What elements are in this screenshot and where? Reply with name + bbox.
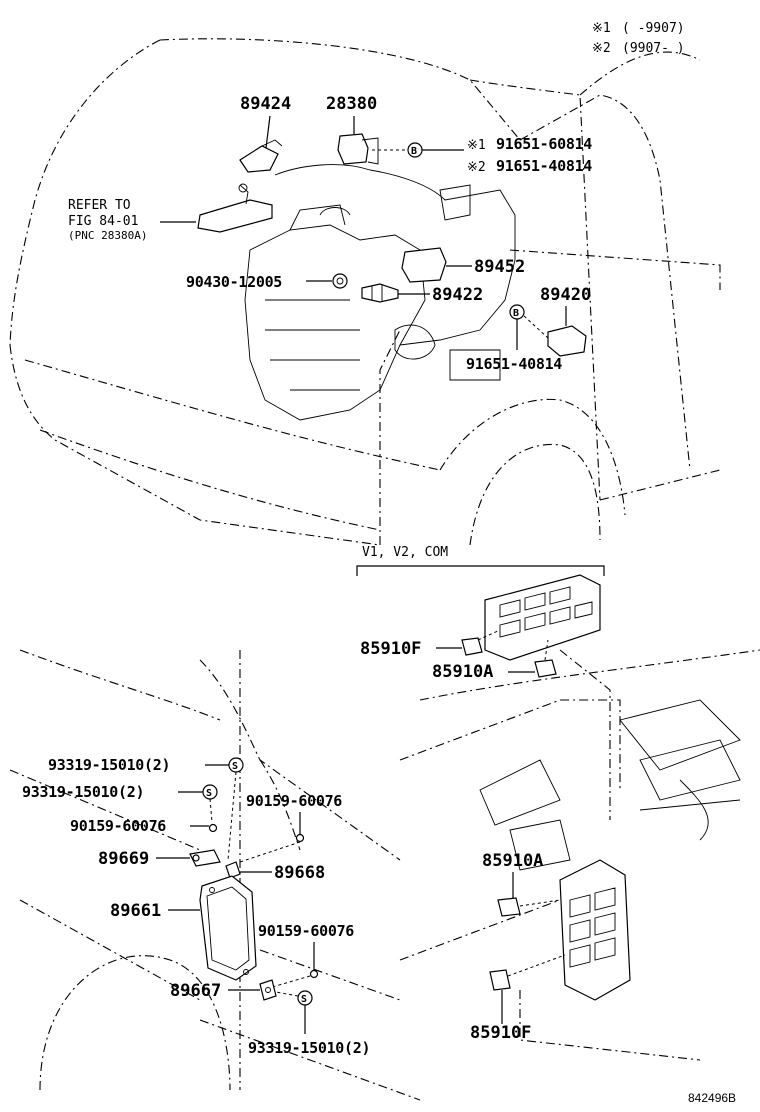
label-93319-1: 93319-15010(2): [48, 756, 170, 774]
label-89452: 89452: [474, 257, 525, 277]
bolt-90159-2-icon: [295, 833, 305, 843]
label-89669: 89669: [98, 849, 149, 869]
variant-label: V1, V2, COM: [362, 545, 448, 560]
reference-note: REFER TO FIG 84-01 (PNC 28380A): [68, 198, 196, 242]
circle-s-label-1: S: [232, 761, 238, 772]
part-28380: 28380: [326, 94, 379, 165]
reference-line-3: (PNC 28380A): [68, 229, 147, 242]
relay-85910A-top: 85910A: [432, 639, 557, 682]
relay-85910A-top-icon: [534, 659, 557, 678]
label-89424: 89424: [240, 94, 291, 114]
ecu-89661-icon: [199, 875, 257, 981]
sensor-89422-icon: [361, 283, 399, 303]
label-85910A-top: 85910A: [432, 662, 493, 682]
part-89667: 89667: [170, 979, 277, 1001]
label-91651-40814-a: 91651-40814: [496, 157, 592, 175]
part-90430-12005: 90430-12005: [186, 273, 348, 291]
label-93319-3: 93319-15010(2): [248, 1039, 370, 1057]
relay-85910F-top-icon: [461, 637, 483, 656]
legend-mark-2: ※2: [592, 41, 611, 56]
label-90159-2: 90159-60076: [246, 792, 342, 810]
bracket-89668-icon: [225, 861, 241, 879]
junction-block-lower: [559, 859, 631, 1001]
sensor-89424-icon: [239, 145, 279, 173]
body-pillar-outline: [9, 649, 421, 1101]
label-89668: 89668: [274, 863, 325, 883]
label-85910A-bottom: 85910A: [482, 851, 543, 871]
relay-block-section: V1, V2, COM 85910F 85910A: [356, 545, 760, 1061]
bracket-89667-icon: [259, 979, 277, 1001]
part-89420: 89420 B 91651-40814: [466, 285, 591, 373]
relay-85910F-bottom: 85910F: [470, 954, 566, 1043]
figure-id: 842496B: [688, 1091, 736, 1105]
relay-28380-icon: [337, 133, 369, 165]
junction-block-upper-icon: [484, 574, 601, 661]
label-90159-1: 90159-60076: [70, 817, 166, 835]
label-89661: 89661: [110, 901, 161, 921]
label-89667: 89667: [170, 981, 221, 1001]
bolt-90159-1: 90159-60076: [70, 817, 218, 835]
junction-block-upper: [484, 574, 601, 661]
dashboard-outline: [399, 649, 760, 1061]
label-91651-60814: 91651-60814: [496, 135, 592, 153]
engine-block: [244, 164, 516, 421]
part-89452: 89452: [401, 247, 525, 283]
label-89420: 89420: [540, 285, 591, 305]
bolt-90159-1-icon: [208, 823, 218, 833]
legend-range-2: (9907- ): [622, 41, 685, 56]
part-89668: 89668: [225, 861, 325, 883]
vehicle-front-outline: [9, 38, 721, 546]
part-89661: 89661: [110, 875, 257, 981]
screw-93319-3: S 93319-15010(2): [248, 990, 371, 1057]
sensor-89452-icon: [401, 247, 447, 283]
screw-93319-1: 93319-15010(2) S: [48, 756, 244, 861]
harness-connector-icon: [197, 199, 273, 233]
circle-s-label-3: S: [301, 994, 307, 1005]
sensor-89420-icon: [547, 325, 587, 357]
label-90430-12005: 90430-12005: [186, 273, 282, 291]
bolt-b-mark: ※2: [467, 160, 486, 175]
screw-93319-2: 93319-15010(2) S: [22, 783, 218, 823]
label-93319-2: 93319-15010(2): [22, 783, 144, 801]
circle-b-label-2: B: [513, 308, 519, 319]
harness-connector: [197, 183, 273, 233]
bolt-a-mark: ※1: [467, 138, 486, 153]
bolt-90159-2: 90159-60076: [239, 792, 343, 863]
gasket-90430-icon: [332, 273, 348, 289]
relay-85910F-bottom-icon: [489, 969, 511, 991]
label-85910F-bottom: 85910F: [470, 1023, 531, 1043]
bolt-90159-3: 90159-60076: [258, 922, 355, 991]
part-89422: 89422: [361, 283, 483, 305]
label-90159-3: 90159-60076: [258, 922, 354, 940]
relay-85910F-top: 85910F: [360, 629, 501, 659]
relay-85910A-bottom: 85910A: [482, 851, 561, 917]
variant-legend: ※1 ( -9907) ※2 (9907- ): [592, 21, 685, 56]
label-85910F-top: 85910F: [360, 639, 421, 659]
label-28380: 28380: [326, 94, 377, 114]
label-91651-40814-b: 91651-40814: [466, 355, 562, 373]
ecu-section: 93319-15010(2) S 93319-15010(2) S 90159-…: [9, 649, 421, 1101]
legend-range-1: ( -9907): [622, 21, 685, 36]
label-89422: 89422: [432, 285, 483, 305]
bolt-b-callout: B ※1 91651-60814 ※2 91651-40814: [372, 135, 593, 175]
reference-line-2: FIG 84-01: [68, 214, 138, 229]
bracket-89669-icon: [189, 849, 221, 867]
bolt-90159-3-icon: [309, 969, 319, 979]
part-89424: 89424: [239, 94, 291, 173]
reference-line-1: REFER TO: [68, 198, 131, 213]
circle-s-label-2: S: [206, 788, 212, 799]
part-89669: 89669: [98, 849, 221, 869]
circle-b-label: B: [411, 146, 417, 157]
legend-mark-1: ※1: [592, 21, 611, 36]
relay-85910A-bottom-icon: [497, 897, 521, 917]
